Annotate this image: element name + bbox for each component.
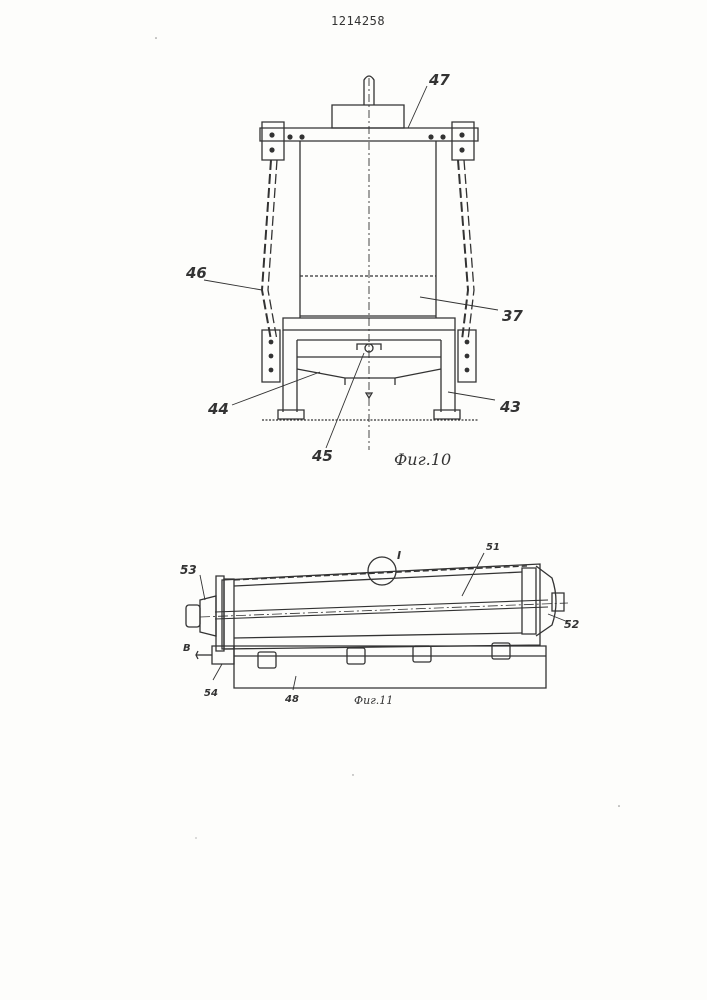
scan-specks	[155, 37, 620, 838]
label-44: 44	[208, 400, 229, 418]
drum-inner-bottom	[234, 633, 522, 638]
leader-53	[200, 575, 205, 600]
label-51: 51	[486, 542, 500, 553]
label-43: 43	[500, 398, 521, 416]
label-52: 52	[564, 618, 579, 631]
label-47: 47	[429, 71, 450, 89]
label-54: 54	[204, 688, 218, 699]
left-chain-46-inner	[268, 160, 277, 340]
figure-10-caption: Фиг.10	[394, 450, 451, 469]
motor-53-housing	[200, 596, 216, 636]
leader-46	[204, 280, 262, 290]
figure-10-drawing	[204, 76, 498, 450]
figure-11-drawing	[186, 553, 568, 690]
label-46: 46	[186, 264, 207, 282]
leader-37	[420, 297, 498, 310]
left-end-plate-outer	[216, 576, 224, 651]
figure-11-caption: Фиг.11	[354, 694, 393, 707]
left-foot	[278, 410, 304, 419]
label-B: B	[183, 643, 191, 654]
drum-axis	[200, 603, 568, 617]
leader-44	[232, 372, 320, 405]
right-shaft-stub	[552, 593, 564, 611]
leader-45	[326, 353, 364, 448]
label-I: I	[397, 549, 401, 562]
left-chain-46	[262, 160, 271, 340]
beam-bolts	[269, 132, 464, 152]
right-end-cap-52	[536, 566, 556, 636]
base-frame-48	[234, 646, 546, 688]
top-block	[332, 105, 404, 128]
label-53: 53	[180, 563, 197, 577]
label-48: 48	[285, 694, 299, 705]
right-chain-46	[458, 160, 468, 340]
motor-53	[186, 605, 200, 627]
label-37: 37	[502, 307, 523, 325]
label-45: 45	[312, 447, 333, 465]
left-end-plate-inner	[224, 579, 234, 649]
drum-top-dashed	[234, 566, 527, 580]
leader-47	[408, 86, 427, 128]
right-foot	[434, 410, 460, 419]
leader-54	[213, 664, 222, 680]
shaft-51-bottom	[215, 607, 548, 619]
